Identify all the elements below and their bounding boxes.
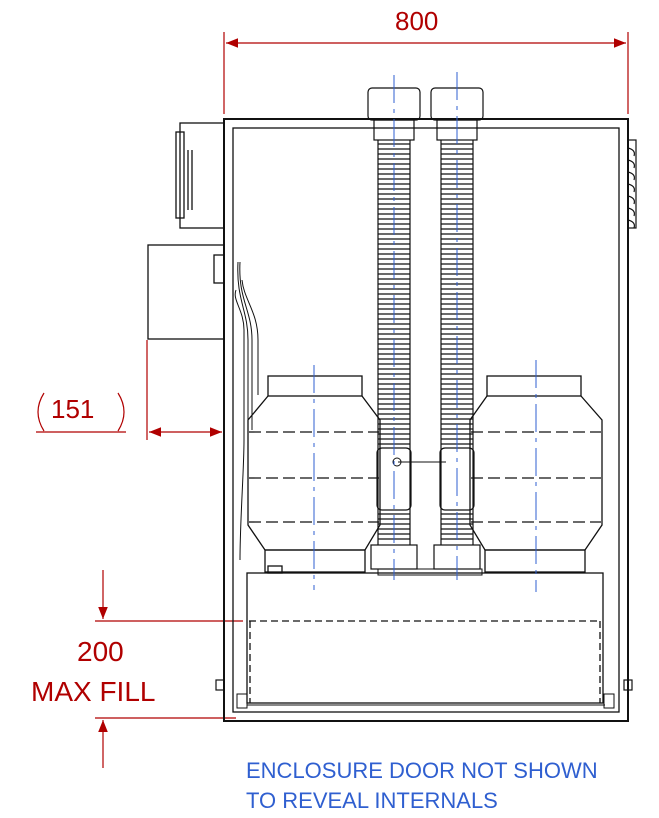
filter-right-cap-bottom: [484, 549, 586, 573]
louvre-1: [627, 147, 635, 157]
filter-left-cap-bottom: [264, 549, 366, 573]
maxfill-dimension: [95, 570, 243, 768]
louvre-5: [627, 195, 635, 205]
cable-2: [239, 261, 253, 430]
width-dimension-label: 800: [395, 6, 439, 36]
enclosure: [223, 118, 629, 722]
enclosure-inner-wall: [232, 127, 620, 713]
offset-dimension-label: 151: [51, 394, 95, 424]
maxfill-value-label: 200: [77, 636, 124, 667]
note-line-2: TO REVEAL INTERNALS: [246, 788, 498, 813]
tank: [246, 565, 604, 704]
louvre-2: [627, 159, 635, 169]
filter-right-cap-top: [486, 375, 582, 397]
louvre-4: [627, 183, 635, 193]
tank-lid-clip: [267, 565, 283, 574]
junction-box: [175, 122, 225, 229]
cable-4: [234, 289, 245, 561]
cable-bundle: [234, 261, 259, 561]
cable-3: [241, 279, 259, 395]
filter-right: [469, 375, 603, 573]
filter-left-cap-top: [267, 375, 363, 397]
hinge-left: [215, 679, 225, 691]
louvre-vents: [215, 139, 637, 691]
offset-dimension: [36, 340, 222, 440]
centerlines: [313, 72, 537, 592]
louvre-6: [627, 207, 635, 217]
connector-box-body: [147, 244, 225, 340]
filter-left: [247, 375, 381, 573]
junction-box-lid: [175, 131, 185, 219]
foot-right: [603, 693, 615, 709]
connector-box: [147, 244, 225, 340]
note-line-1: ENCLOSURE DOOR NOT SHOWN: [246, 758, 598, 783]
base-plate: [377, 568, 483, 576]
junction-box-body: [179, 122, 225, 229]
hose-bridge: [377, 457, 483, 576]
bridge-pin: [392, 457, 402, 467]
width-dimension: [223, 32, 629, 114]
enclosure-outer-wall: [223, 118, 629, 722]
hose-right: [430, 87, 484, 570]
foot-left: [236, 693, 248, 709]
cable-1: [237, 261, 249, 450]
offset-paren-right: [117, 392, 125, 432]
hinge-right: [623, 679, 633, 691]
connector-gland: [213, 254, 225, 284]
maxfill-text-label: MAX FILL: [31, 676, 156, 707]
louvre-3: [627, 171, 635, 181]
louvre-7: [627, 219, 635, 229]
tank-body: [246, 572, 604, 704]
offset-paren-left: [37, 392, 45, 432]
